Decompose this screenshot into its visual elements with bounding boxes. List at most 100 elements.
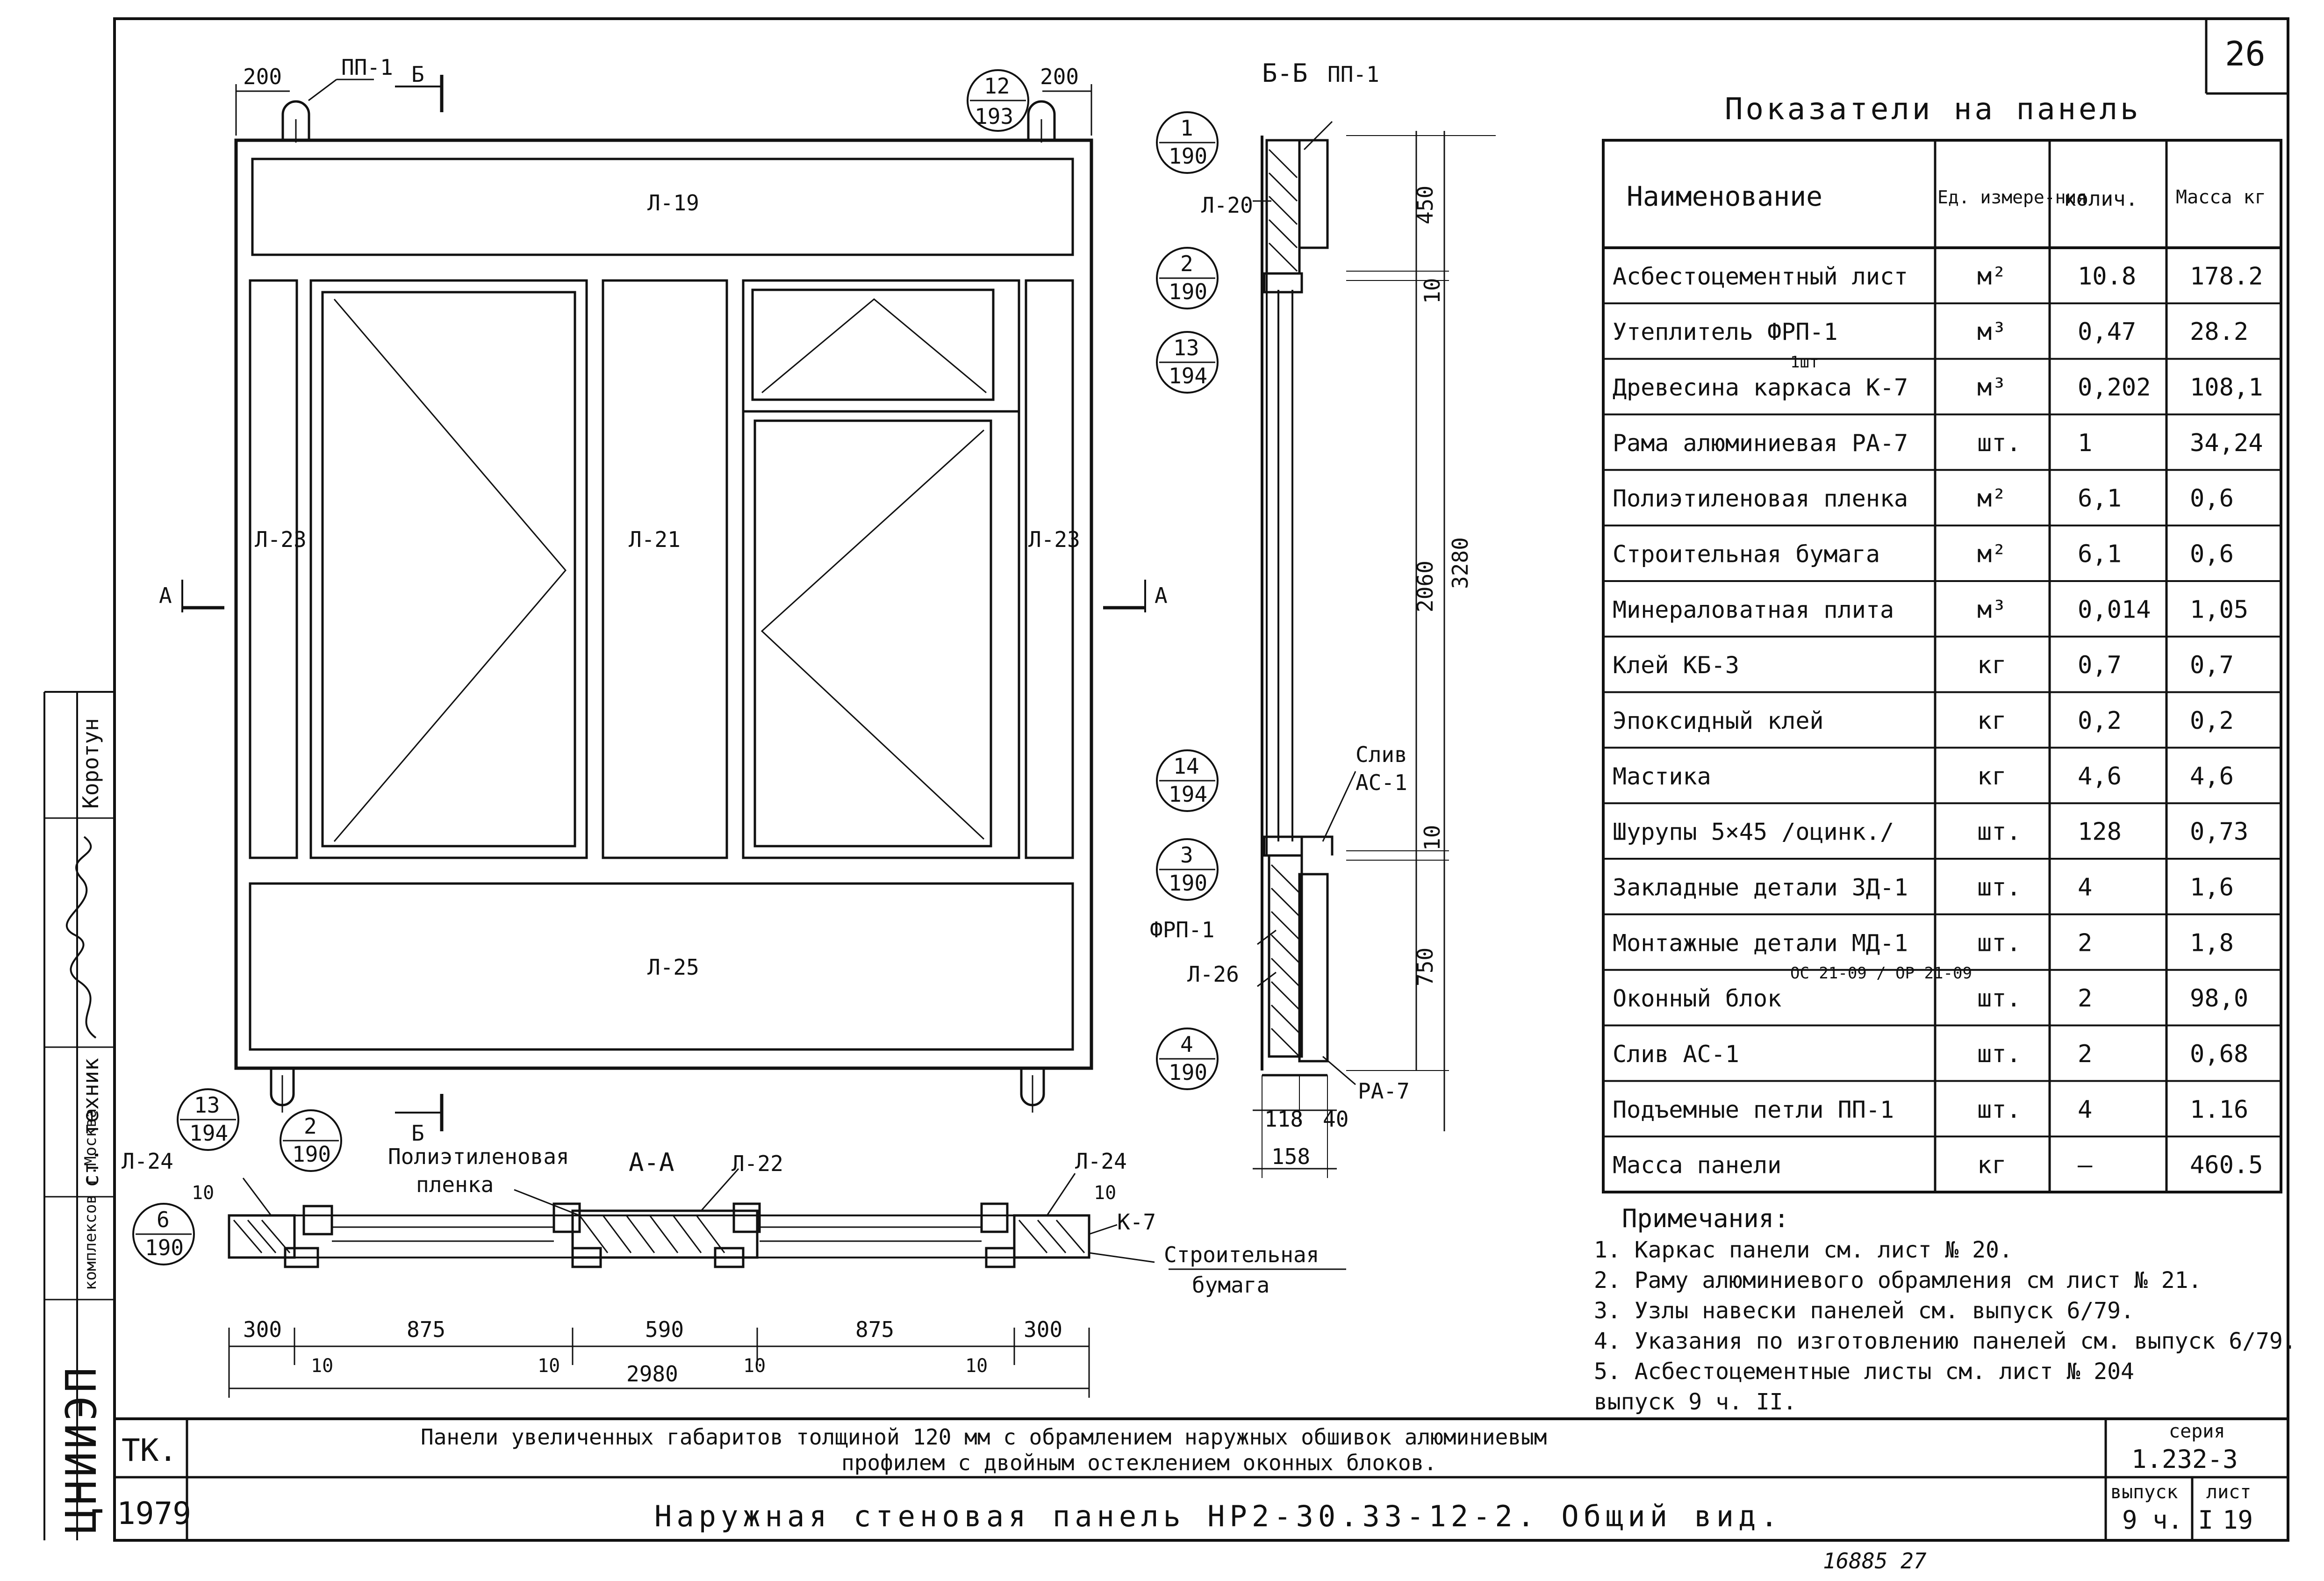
table-row-qty: 0,47 [2078,318,2136,346]
aa-callout-6-d: 190 [145,1235,184,1260]
aa-callout-13-d: 194 [189,1121,228,1146]
aa-dim-300-left: 300 [243,1317,282,1342]
note-3: 3. Узлы навески панелей см. выпуск 6/79. [1594,1298,2134,1324]
table-row-unit: м³ [1977,596,2007,624]
table-row-unit: шт. [1977,985,2021,1013]
elevation-view [181,75,1146,1131]
table-row-name: Строительная бумага [1613,541,1880,568]
side-role: ст. техник [78,1058,103,1187]
panel-l19: Л-19 [647,190,699,216]
bb-dim-3280: 3280 [1448,537,1473,589]
table-row-unit: м² [1977,262,2007,290]
table-row-name: Монтажные детали МД-1 [1613,929,1908,956]
section-bb-loop: ПП-1 [1327,62,1379,87]
panel-l23-right: Л-23 [1028,527,1080,552]
table-row-name: Оконный блок [1613,985,1781,1012]
table-row-name: Полиэтиленовая пленка [1613,485,1908,512]
notes-title: Примечания: [1622,1204,1789,1233]
sheet-frame [43,17,2289,1542]
table-row-qty: 1 [2078,429,2092,457]
table-row-mass: 0,2 [2190,707,2234,735]
aa-callout-2-d: 190 [292,1142,331,1167]
aa-callout-13-n: 13 [194,1092,220,1118]
aa-dim-300-right: 300 [1024,1317,1062,1342]
table-row-qty: 10.8 [2078,262,2136,290]
aa-label-film-2: пленка [416,1172,494,1197]
bb-callout-13-n: 13 [1173,335,1199,360]
bb-slive-code: АС-1 [1356,770,1407,795]
table-row-mass: 1,05 [2190,596,2248,624]
table-row-unit: кг [1977,1151,2007,1179]
table-row-mass: 178.2 [2190,262,2263,290]
bb-dim-40: 40 [1323,1107,1348,1132]
aa-gap-4: 10 [965,1355,988,1377]
aa-label-l22: Л-22 [732,1151,783,1176]
bb-label-frp1: ФРП-1 [1150,917,1214,942]
table-row-name: Закладные детали ЗД-1 [1613,874,1908,901]
aa-label-l24-left: Л-24 [122,1149,173,1174]
bb-dim-2060: 2060 [1413,561,1438,612]
table-row-mass: 1.16 [2190,1096,2248,1124]
aa-dim-2980: 2980 [626,1361,678,1387]
section-mark-a-left: А [159,583,172,608]
table-row-mass: 28.2 [2190,318,2248,346]
table-row-name: Шурупы 5×45 /оцинк./ [1613,819,1894,846]
aa-gap-2: 10 [538,1355,560,1377]
main-title: Наружная стеновая панель НР2-30.33-12-2.… [654,1499,1783,1533]
table-row-note: ОС 21-09 / ОР 21-09 [1790,964,1972,983]
note-4: 4. Указания по изготовлению панелей см. … [1594,1328,2296,1354]
table-row-name: Клей КБ-3 [1613,652,1739,679]
table-row-qty: 6,1 [2078,485,2122,513]
bb-dim-10-bottom: 10 [1420,825,1445,851]
year: 1979 [117,1495,191,1531]
page-number: 26 [2225,34,2266,73]
table-row-qty: 2 [2078,1040,2092,1068]
aa-gap-3: 10 [743,1355,766,1377]
bb-callout-14-n: 14 [1173,754,1199,779]
aa-gap-1: 10 [311,1355,333,1377]
table-row-mass: 0,73 [2190,818,2248,846]
aa-side-gap-right: 10 [1094,1182,1116,1204]
table-row-mass: 0,6 [2190,485,2234,513]
table-row-unit: кг [1977,762,2007,790]
section-aa-view [228,1168,1346,1398]
indicators-table-grid [1602,139,2282,1193]
aa-label-film-1: Полиэтиленовая [388,1144,569,1169]
list-label: лист [2206,1481,2251,1503]
aa-label-l24-right: Л-24 [1075,1149,1127,1174]
table-row-name: Подъемные петли ПП-1 [1613,1096,1894,1123]
section-aa-title: А-А [629,1148,674,1177]
note-5: 5. Асбестоцементные листы см. лист № 204 [1594,1358,2134,1385]
panel-l21: Л-21 [629,527,681,552]
table-row-mass: 0,68 [2190,1040,2248,1068]
table-row-name: Мастика [1613,763,1711,790]
table-row-qty: 4 [2078,873,2092,901]
table-row-unit: шт. [1977,873,2021,901]
table-row-unit: шт. [1977,929,2021,957]
bb-callout-2-n: 2 [1180,251,1193,276]
table-row-mass: 1,8 [2190,929,2234,957]
table-row-unit: м² [1977,540,2007,568]
table-row-mass: 0,7 [2190,651,2234,679]
table-row-unit: м² [1977,485,2007,513]
aa-callout-2-n: 2 [304,1114,317,1139]
bb-callout-4-n: 4 [1180,1032,1193,1057]
table-row-qty: 2 [2078,985,2092,1013]
bb-dim-10-top: 10 [1420,278,1445,304]
callout-top-n: 12 [984,73,1010,99]
inventory-number: 16885 27 [1823,1548,1927,1574]
title-line-1: Панели увеличенных габаритов толщиной 12… [421,1424,1547,1450]
bb-dim-158: 158 [1271,1144,1310,1169]
section-mark-a-right: А [1155,583,1168,608]
aa-dim-875-left: 875 [407,1317,445,1342]
table-row-name: Минераловатная плита [1613,596,1894,623]
callout-top-d: 193 [975,104,1013,129]
note-6: выпуск 9 ч. II. [1594,1389,1796,1415]
table-row-note: 1шт [1790,353,1819,372]
side-name: Коротун [78,718,103,809]
aa-dim-875-right: 875 [855,1317,894,1342]
bb-callout-14-d: 194 [1169,782,1207,807]
bb-callout-4-d: 190 [1169,1060,1207,1085]
panel-l25: Л-25 [647,955,699,980]
table-row-name: Масса панели [1613,1152,1781,1179]
